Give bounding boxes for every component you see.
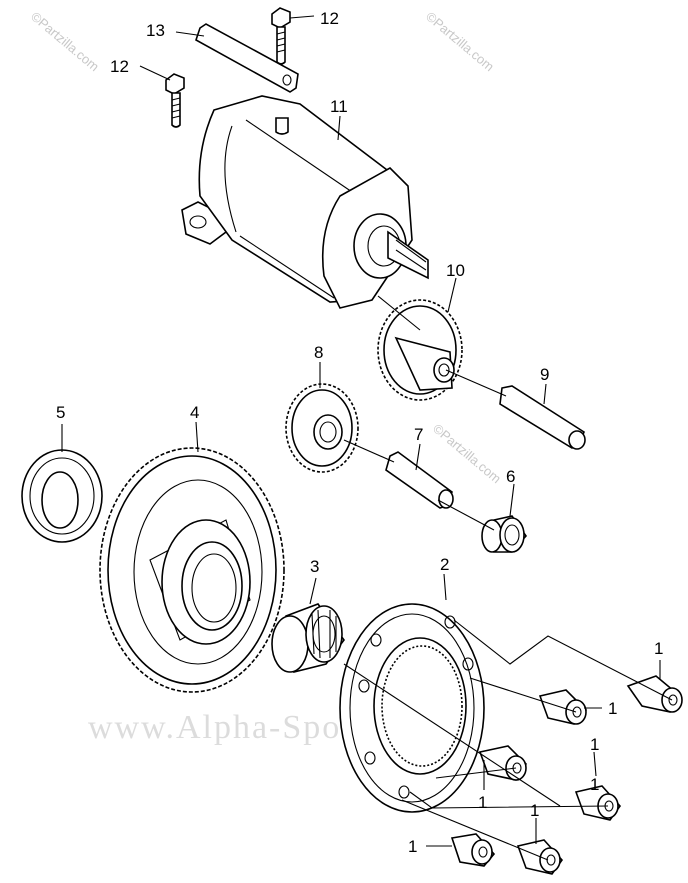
- watermark-partzilla-mid-right: ©Partzilla.com: [430, 421, 504, 486]
- callout-1-b: 1: [608, 699, 617, 718]
- part-7-shaft[interactable]: [385, 451, 454, 509]
- callout-9: 9: [540, 365, 549, 384]
- part-3-needle-bearing[interactable]: [271, 603, 345, 673]
- part-10-gear[interactable]: [377, 299, 463, 401]
- callout-10: 10: [446, 261, 465, 280]
- callout-3: 3: [310, 557, 319, 576]
- callout-1-e: 1: [530, 801, 539, 820]
- callout-1-a: 1: [654, 639, 663, 658]
- callout-12-lower: 12: [110, 57, 129, 76]
- part-6-bushing[interactable]: [481, 515, 528, 553]
- part-11-starter-motor[interactable]: [181, 95, 429, 309]
- callout-1-c: 1: [590, 735, 599, 754]
- callouts: 13 12 12 11 10 8 9 4 5 7 6 3 2 1 1 1 1 1…: [56, 9, 663, 856]
- leader-lines: [61, 15, 673, 861]
- callout-6: 6: [506, 467, 515, 486]
- callout-2: 2: [440, 555, 449, 574]
- callout-11: 11: [330, 97, 348, 116]
- part-12-bolt-upper[interactable]: [271, 7, 291, 65]
- part-4-ring-gear[interactable]: [99, 447, 285, 693]
- watermark-partzilla-top-right: ©Partzilla.com: [423, 9, 497, 74]
- callout-1-f: 1: [408, 837, 417, 856]
- part-2-clutch-housing[interactable]: [339, 603, 485, 813]
- callout-13: 13: [146, 21, 165, 40]
- callout-1-d: 1: [478, 793, 487, 812]
- callout-8: 8: [314, 343, 323, 362]
- callout-5: 5: [56, 403, 65, 422]
- callout-12-upper: 12: [320, 9, 339, 28]
- part-1-bolt-b[interactable]: [538, 689, 588, 725]
- callout-1-g: 1: [590, 775, 599, 794]
- part-12-bolt-lower[interactable]: [165, 73, 185, 128]
- part-1-bolt-c[interactable]: [478, 745, 528, 781]
- part-13-bracket[interactable]: [195, 23, 299, 93]
- part-5-seal[interactable]: [21, 449, 103, 543]
- part-1-bolt-f[interactable]: [450, 833, 496, 867]
- part-8-gear[interactable]: [285, 383, 359, 473]
- watermark-partzilla-top-left: ©Partzilla.com: [28, 9, 102, 74]
- callout-4: 4: [190, 403, 199, 422]
- callout-7: 7: [414, 425, 423, 444]
- part-9-shaft[interactable]: [499, 385, 586, 450]
